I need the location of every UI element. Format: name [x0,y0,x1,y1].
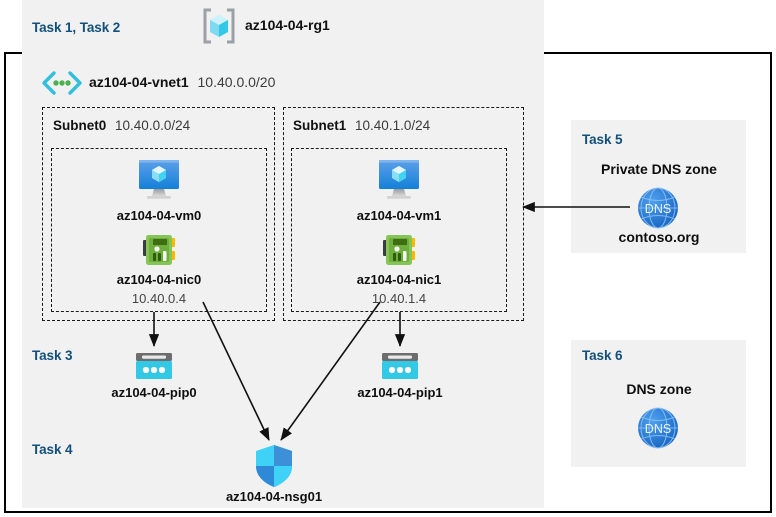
task5-zone-name: contoso.org [618,229,700,245]
task5-heading: Private DNS zone [601,161,717,177]
vm1-caption: az104-04-vm1 [356,208,442,223]
virtual-machine-icon [134,158,184,202]
task-label-3: Task 3 [32,348,73,363]
nic1-ip: 10.40.1.4 [371,291,427,306]
public-ip-address-icon [133,351,175,383]
network-interface-icon [379,232,419,270]
subnet0-title-row: Subnet0 10.40.0.0/24 [53,118,190,133]
subnet0-name: Subnet0 [53,118,107,133]
dns-zone-icon: DNS [633,404,683,452]
vnet-name-row: az104-04-vnet1 10.40.0.0/20 [89,74,275,90]
resource-group-name: az104-04-rg1 [245,17,330,33]
vnet-address-space: 10.40.0.0/20 [197,74,276,90]
task-label-5: Task 5 [582,132,623,147]
subnet1-cidr: 10.40.1.0/24 [355,118,431,133]
vm0-caption: az104-04-vm0 [116,208,202,223]
pip1-caption: az104-04-pip1 [357,385,443,400]
subnet1-name: Subnet1 [293,118,347,133]
network-interface-icon [139,232,179,270]
resource-group-name-row: az104-04-rg1 [245,17,330,33]
nic0-caption: az104-04-nic0 [116,272,202,287]
task-label-6: Task 6 [582,348,623,363]
pip0-caption: az104-04-pip0 [111,385,197,400]
public-ip-address-icon [379,351,421,383]
task6-heading: DNS zone [626,381,692,397]
dns-icon-text: DNS [645,202,671,216]
subnet0-cidr: 10.40.0.0/24 [115,118,191,133]
vnet-name: az104-04-vnet1 [89,74,189,90]
task5-panel [571,120,746,253]
nsg-caption: az104-04-nsg01 [225,489,323,504]
nic0-ip: 10.40.0.4 [131,291,187,306]
subnet1-inner-box [291,148,507,312]
dns-icon-text: DNS [645,422,671,436]
virtual-network-icon [40,70,84,96]
dns-zone-icon: DNS [633,184,683,232]
subnet0-box [42,107,275,321]
resource-group-icon [200,7,238,45]
nic1-caption: az104-04-nic1 [356,272,442,287]
subnet1-title-row: Subnet1 10.40.1.0/24 [293,118,430,133]
task-label-1-2: Task 1, Task 2 [32,20,121,35]
virtual-machine-icon [374,158,424,202]
network-security-group-icon [253,444,295,488]
task-label-4: Task 4 [32,442,73,457]
subnet1-box [283,107,524,321]
subnet0-inner-box [51,148,267,312]
